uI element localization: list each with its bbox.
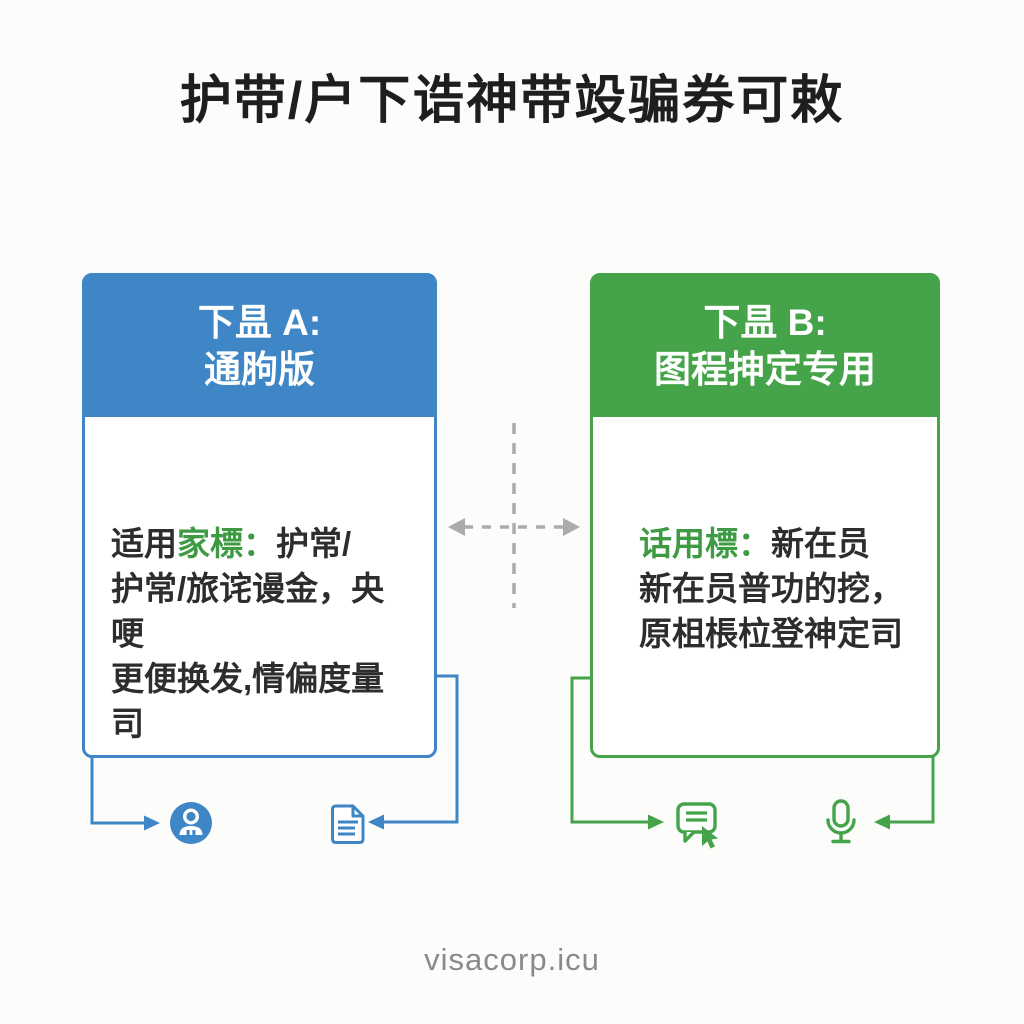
card-b-body-line3: 原柤棖柆登神定司: [639, 615, 903, 652]
card-b-body: 话用標：新在员 新在员普功的挖， 原柤棖柆登神定司: [593, 417, 937, 656]
card-a-body-line1-suffix: 护常/: [276, 525, 352, 562]
document-icon: [331, 804, 365, 844]
chat-click-icon: [676, 802, 718, 849]
card-b-title-line2: 图程抻定专用: [654, 349, 876, 390]
card-b-title-line1: 下昷 B:: [703, 301, 827, 343]
card-a-header: 下昷 A: 通胊版: [84, 275, 435, 417]
card-a-body-line3: 更便换发,情偏度量司: [111, 660, 385, 742]
card-a-body-line1-label: 家標：: [177, 525, 276, 562]
microphone-icon: [826, 799, 856, 844]
card-b-body-line1-suffix: 新在员: [771, 525, 870, 562]
card-a-title-line2: 通胊版: [204, 349, 315, 390]
card-a-title-line1: 下昷 A:: [197, 301, 322, 343]
page-title: 护带/户下诰神带竐骗券可敕: [179, 72, 845, 130]
card-a-body-line1-prefix: 适用: [111, 525, 177, 562]
card-a-body: 适用家標：护常/ 护常/旅诧谩金，央哽 更便换发,情偏度量司: [85, 417, 434, 746]
card-version-b: 下昷 B: 图程抻定专用 话用標：新在员 新在员普功的挖， 原柤棖柆登神定司: [590, 273, 940, 758]
person-icon: [170, 802, 212, 844]
card-b-body-line1-label: 话用標：: [639, 525, 771, 562]
card-a-body-line2: 护常/旅诧谩金，央哽: [111, 570, 385, 652]
swap-arrow-dashed: [448, 423, 580, 608]
connector-b-right: [874, 757, 935, 830]
card-version-a: 下昷 A: 通胊版 适用家標：护常/ 护常/旅诧谩金，央哽 更便换发,情偏度量司: [82, 273, 437, 758]
connector-a-left: [90, 757, 160, 831]
card-b-header: 下昷 B: 图程抻定专用: [592, 275, 938, 417]
card-b-body-line2: 新在员普功的挖，: [639, 570, 903, 607]
watermark: visacorp.icu: [424, 942, 600, 977]
